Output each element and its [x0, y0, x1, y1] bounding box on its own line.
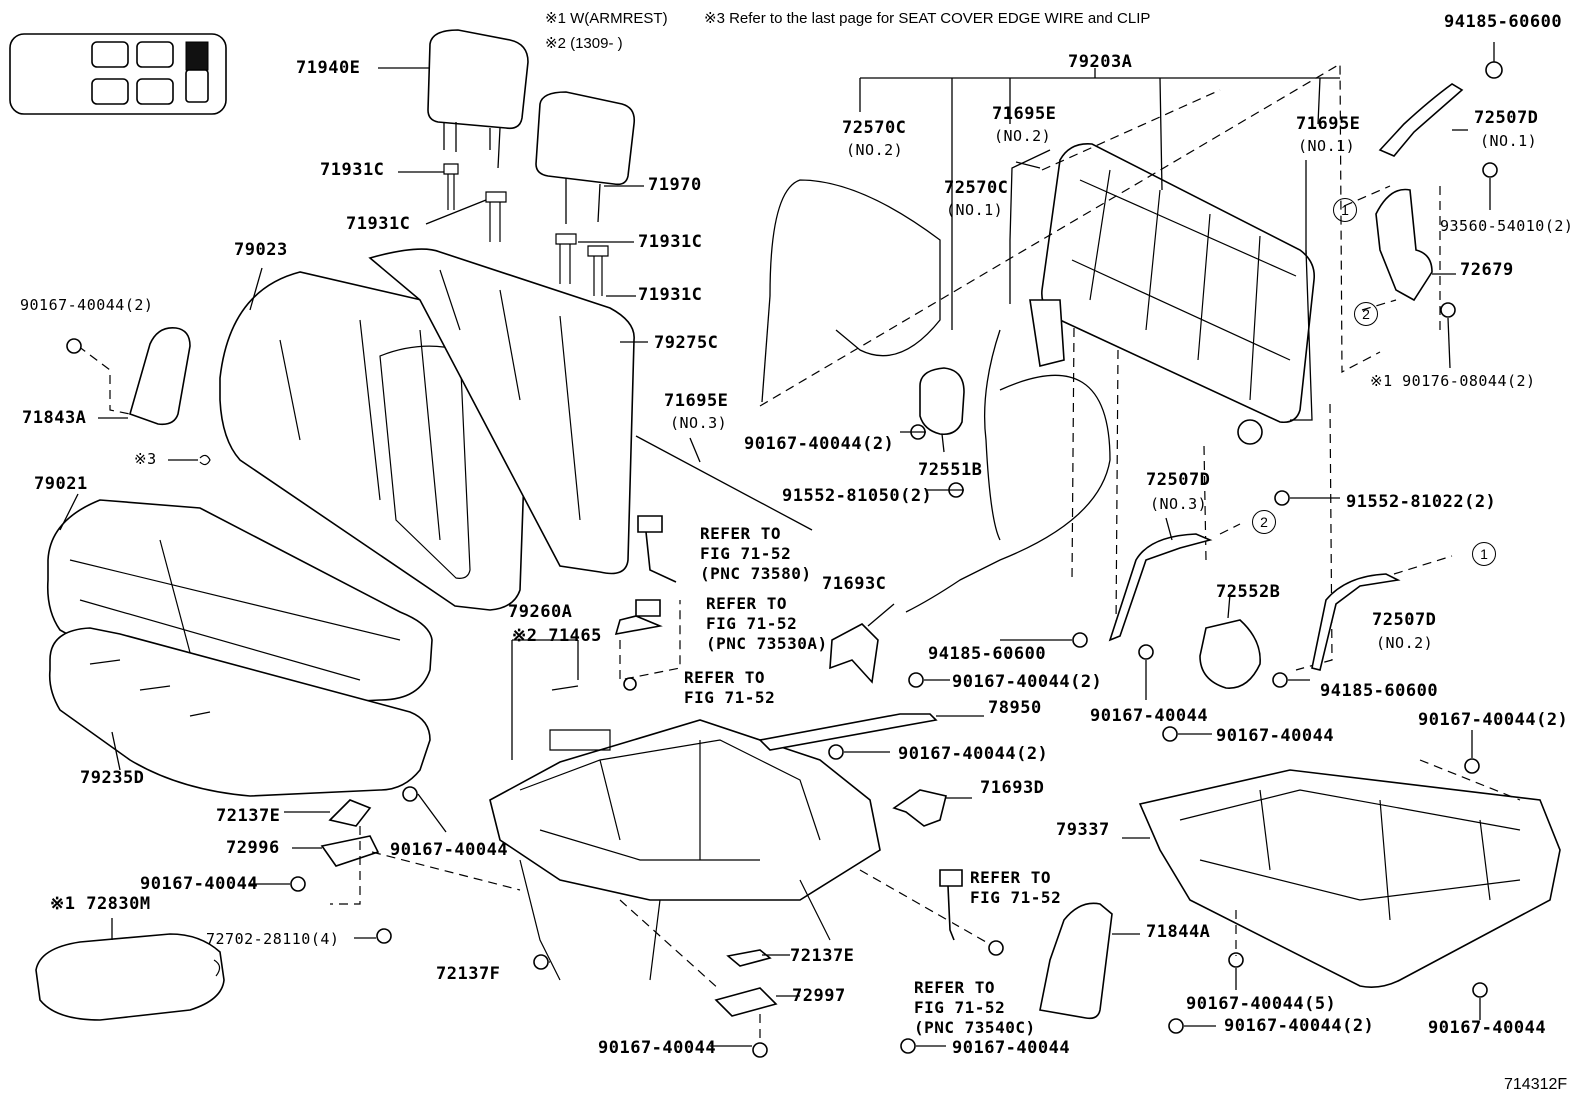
part-label[interactable]: 72507D [1474, 108, 1539, 128]
part-sublabel: (NO.2) [994, 127, 1052, 145]
note-edge-wire: ※3 Refer to the last page for SEAT COVER… [704, 10, 1151, 27]
part-label[interactable]: ※2 71465 [512, 626, 602, 646]
part-label[interactable]: 90167-40044(2) [744, 434, 895, 454]
reference-note[interactable]: REFER TO FIG 71-52 (PNC 73580) [700, 524, 811, 584]
part-sublabel: (NO.2) [846, 141, 904, 159]
part-label[interactable]: 90167-40044 [140, 874, 259, 894]
part-label[interactable]: 91552-81050(2) [782, 486, 933, 506]
part-label[interactable]: 71844A [1146, 922, 1211, 942]
part-label[interactable]: 91552-81022(2) [1346, 492, 1497, 512]
reference-note[interactable]: REFER TO FIG 71-52 [684, 668, 775, 708]
part-label[interactable]: 71693D [980, 778, 1045, 798]
part-label[interactable]: 79275C [654, 333, 719, 353]
note-armrest: ※1 W(ARMREST) [545, 10, 668, 27]
part-label[interactable]: 71693C [822, 574, 887, 594]
part-label[interactable]: 71970 [648, 175, 702, 195]
reference-line: FIG 71-52 [914, 998, 1006, 1017]
reference-line: REFER TO [700, 524, 782, 543]
part-label[interactable]: 79337 [1056, 820, 1110, 840]
circled-marker: 2 [1354, 302, 1378, 326]
part-sublabel: (NO.2) [1376, 634, 1434, 652]
part-sublabel: (NO.1) [1480, 132, 1538, 150]
circled-marker: 2 [1252, 510, 1276, 534]
part-label: ※3 [134, 450, 157, 468]
locator-thumbnail [9, 33, 227, 115]
part-label[interactable]: 72137E [216, 806, 281, 826]
part-label[interactable]: 72551B [918, 460, 983, 480]
part-label[interactable]: 71931C [638, 285, 703, 305]
figure-number: 714312F [1504, 1076, 1568, 1093]
reference-line: REFER TO [684, 668, 766, 687]
part-sublabel: (NO.1) [1298, 137, 1356, 155]
part-label[interactable]: 94185-60600 [928, 644, 1047, 664]
part-label[interactable]: 78950 [988, 698, 1042, 718]
reference-line: (PNC 73530A) [706, 634, 828, 653]
part-label[interactable]: ※1 90176-08044(2) [1370, 372, 1536, 390]
circled-marker: 1 [1472, 542, 1496, 566]
part-label[interactable]: 79235D [80, 768, 145, 788]
part-label[interactable]: 72996 [226, 838, 280, 858]
part-label[interactable]: 71931C [320, 160, 385, 180]
part-sublabel: (NO.3) [1150, 495, 1208, 513]
part-label[interactable]: 79023 [234, 240, 288, 260]
part-label[interactable]: 94185-60600 [1320, 681, 1439, 701]
part-label[interactable]: 72997 [792, 986, 846, 1006]
note-production-date: ※2 (1309- ) [545, 35, 623, 52]
part-label[interactable]: 90167-40044(2) [20, 296, 154, 314]
part-label[interactable]: ※1 72830M [50, 894, 151, 914]
part-label[interactable]: 90167-40044 [1090, 706, 1209, 726]
reference-line: FIG 71-52 [970, 888, 1062, 907]
part-label[interactable]: 72570C [842, 118, 907, 138]
part-label[interactable]: 72137F [436, 964, 501, 984]
part-label[interactable]: 79021 [34, 474, 88, 494]
reference-line: FIG 71-52 [700, 544, 792, 563]
part-label[interactable]: 90167-40044 [952, 1038, 1071, 1058]
part-label[interactable]: 90167-40044 [390, 840, 509, 860]
reference-line: REFER TO [970, 868, 1052, 887]
part-label[interactable]: 90167-40044 [598, 1038, 717, 1058]
part-label[interactable]: 72137E [790, 946, 855, 966]
reference-note[interactable]: REFER TO FIG 71-52 (PNC 73530A) [706, 594, 828, 654]
part-label[interactable]: 72702-28110(4) [206, 930, 340, 948]
part-label[interactable]: 71695E [1296, 114, 1361, 134]
part-label[interactable]: 71940E [296, 58, 361, 78]
circled-marker: 1 [1333, 198, 1357, 222]
part-label[interactable]: 90167-40044(5) [1186, 994, 1337, 1014]
part-label[interactable]: 79203A [1068, 52, 1133, 72]
part-label[interactable]: 93560-54010(2) [1440, 217, 1574, 235]
part-label[interactable]: 72570C [944, 178, 1009, 198]
part-label[interactable]: 90167-40044 [1428, 1018, 1547, 1038]
part-label[interactable]: 90167-40044 [1216, 726, 1335, 746]
reference-note[interactable]: REFER TO FIG 71-52 (PNC 73540C) [914, 978, 1036, 1038]
part-label[interactable]: 71931C [346, 214, 411, 234]
reference-line: REFER TO [914, 978, 996, 997]
part-label[interactable]: 71931C [638, 232, 703, 252]
part-label[interactable]: 71843A [22, 408, 87, 428]
part-sublabel: (NO.3) [670, 414, 728, 432]
part-label[interactable]: 72507D [1372, 610, 1437, 630]
part-sublabel: (NO.1) [946, 201, 1004, 219]
part-label[interactable]: 90167-40044(2) [898, 744, 1049, 764]
reference-line: (PNC 73580) [700, 564, 812, 583]
reference-line: (PNC 73540C) [914, 1018, 1036, 1037]
part-label[interactable]: 94185-60600 [1444, 12, 1563, 32]
part-label[interactable]: 71695E [992, 104, 1057, 124]
part-label[interactable]: 72679 [1460, 260, 1514, 280]
part-label[interactable]: 79260A [508, 602, 573, 622]
reference-line: REFER TO [706, 594, 788, 613]
part-label[interactable]: 90167-40044(2) [1418, 710, 1569, 730]
part-label[interactable]: 90167-40044(2) [952, 672, 1103, 692]
reference-note[interactable]: REFER TO FIG 71-52 [970, 868, 1061, 908]
reference-line: FIG 71-52 [706, 614, 798, 633]
part-label[interactable]: 90167-40044(2) [1224, 1016, 1375, 1036]
part-label[interactable]: 72507D [1146, 470, 1211, 490]
reference-line: FIG 71-52 [684, 688, 776, 707]
part-label[interactable]: 71695E [664, 391, 729, 411]
part-label[interactable]: 72552B [1216, 582, 1281, 602]
